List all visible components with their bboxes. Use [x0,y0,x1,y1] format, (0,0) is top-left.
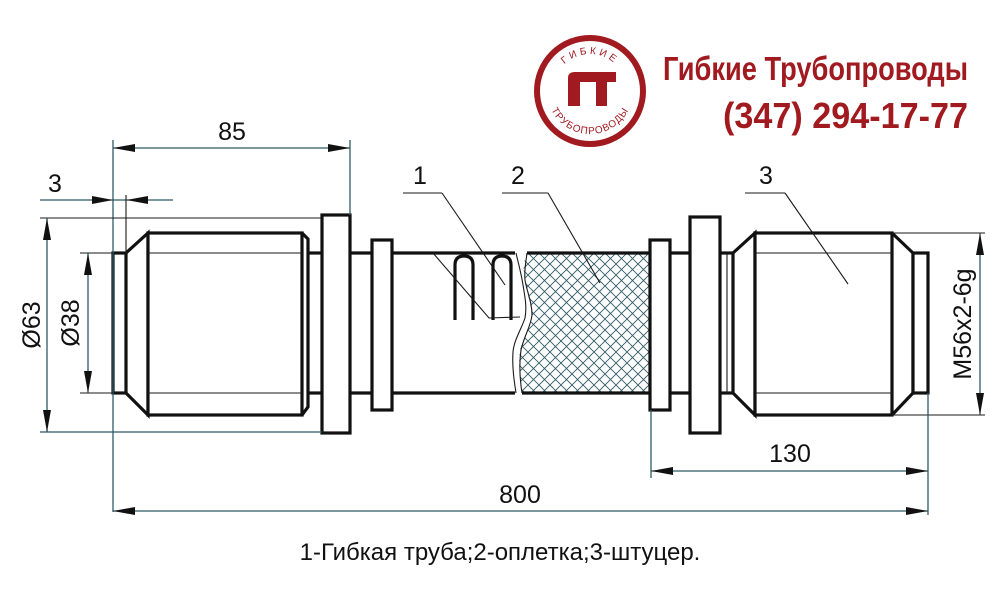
svg-text:Ø38: Ø38 [57,299,85,346]
dimension-3: 3 [40,170,173,253]
dimension-130: 130 [650,393,929,515]
dimension-outer-diameter: Ø63 [18,217,322,433]
left-fitting [111,213,394,435]
svg-text:3: 3 [48,170,62,198]
dimension-85: 85 [112,118,351,512]
dimension-800: 800 [113,481,928,515]
callout-3: 3 [745,162,849,285]
svg-text:M56x2-6g: M56x2-6g [949,268,977,379]
dimension-inner-diameter: Ø38 [57,252,113,394]
callout-2: 2 [502,162,601,284]
svg-text:2: 2 [511,162,525,190]
company-logo: ГИБКИЕ ТРУБОПРОВОДЫ [534,35,646,147]
dimension-thread: M56x2-6g [892,232,985,416]
callout-1: 1 [403,162,506,286]
legend-caption: 1-Гибкая труба;2-оплетка;3-штуцер. [300,539,701,566]
right-fitting [648,215,930,435]
svg-text:85: 85 [218,118,246,146]
svg-text:Ø63: Ø63 [18,301,46,348]
svg-text:800: 800 [499,481,541,509]
company-phone: (347) 294-17-77 [723,95,968,136]
logo-ring [534,35,646,147]
svg-text:1: 1 [413,162,427,190]
svg-text:3: 3 [759,162,773,190]
flexible-hose [392,251,652,395]
logo-monogram-icon [568,72,616,106]
svg-text:130: 130 [769,440,811,468]
braid-mesh [519,253,652,393]
company-name: Гибкие Трубопроводы [663,50,968,87]
